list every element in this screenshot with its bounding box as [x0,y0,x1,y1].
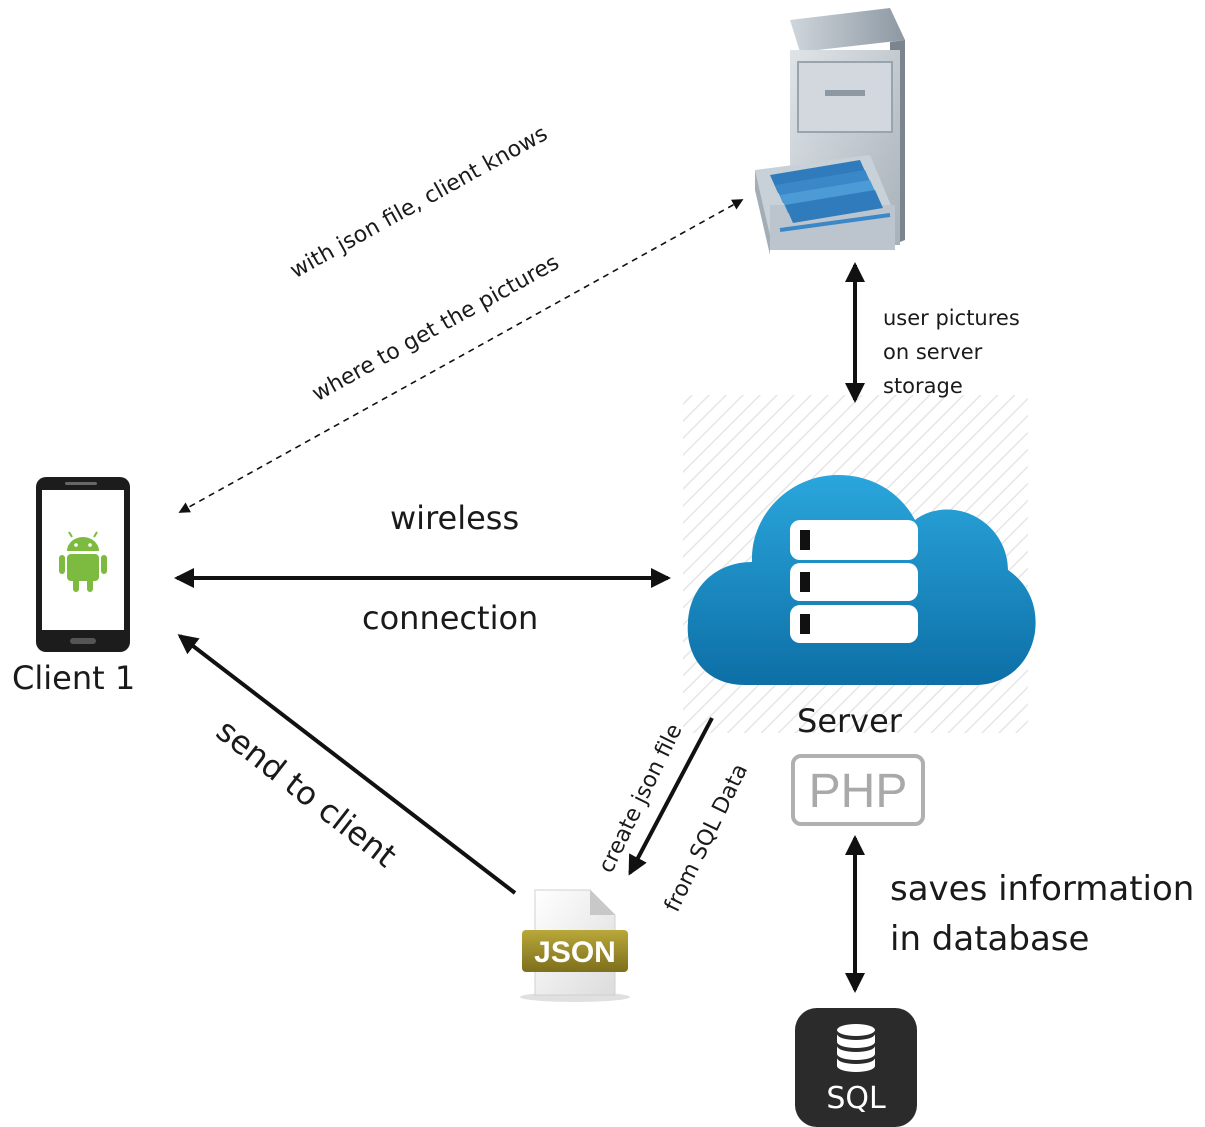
storage-link-label-1: user pictures [883,306,1020,330]
create-json-arrow [628,717,714,876]
json-badge-text: JSON [534,936,616,969]
storage-link-label-2: on server [883,340,983,364]
cloud-server-icon [687,475,1036,685]
wireless-label: wireless [390,499,520,537]
db-link-label-2: in database [890,919,1090,959]
connection-label: connection [362,599,539,637]
database-icon: SQL [795,1008,917,1127]
json-file-icon: JSON [520,889,630,1002]
file-cabinet-icon [755,8,905,255]
db-link-label-1: saves information [890,869,1195,909]
storage-link-label-3: storage [883,374,963,398]
client-label: Client 1 [12,659,136,697]
send-to-client-arrow [177,634,517,895]
database-label: SQL [826,1081,886,1116]
android-icon [59,531,107,592]
php-badge-text: PHP [809,765,908,818]
server-label: Server [797,702,902,740]
php-badge: PHP [791,754,925,826]
pictures-hint-arrow [178,199,744,513]
